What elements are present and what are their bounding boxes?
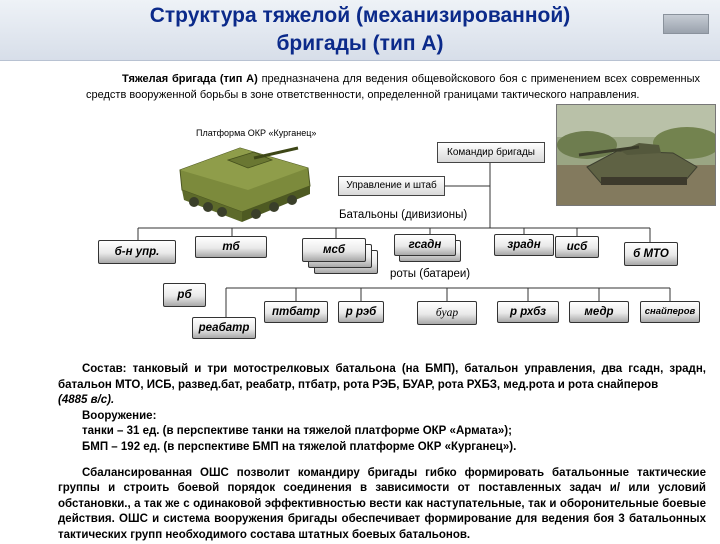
unit-ew-company: р рэб: [338, 301, 384, 323]
composition-text: Состав: танковый и три мотострелковых ба…: [58, 363, 706, 391]
platform-caption: Платформа ОКР «Курганец»: [196, 128, 317, 138]
commander-box: Командир бригады: [437, 142, 545, 163]
conclusion-text: Сбалансированная ОШС позволит командиру …: [58, 466, 706, 541]
unit-antitank-battery: птбатр: [264, 301, 328, 323]
personnel-count: (4885 в/с).: [58, 394, 115, 407]
bmp-text: БМП – 192 ед. (в перспективе БМП на тяже…: [82, 440, 517, 453]
unit-sniper-company: снайперов: [640, 301, 700, 323]
hq-box: Управление и штаб: [338, 176, 445, 196]
description-text: Состав: танковый и три мотострелковых ба…: [58, 362, 706, 544]
unit-control-battalion: б-н упр.: [98, 240, 176, 264]
title-line-1: Структура тяжелой (механизированной): [149, 4, 571, 27]
ifv-kurganets-illustration: [179, 146, 311, 222]
unit-motor-rifle-battalion: мсб: [302, 238, 366, 262]
unit-cbrn-company: р рхбз: [497, 301, 559, 323]
page-title: Структура тяжелой (механизированной) бри…: [60, 2, 660, 58]
unit-recon-battalion: рб: [163, 283, 206, 307]
unit-logistics-battalion: б МТО: [624, 242, 678, 266]
unit-rocket-battery: реабатр: [192, 317, 256, 339]
corner-decoration: [663, 14, 709, 34]
intro-text: предназначена для ведения общевойскового…: [86, 73, 701, 101]
armament-title: Вооружение:: [82, 409, 157, 422]
intro-bold: Тяжелая бригада (тип А): [122, 73, 258, 85]
unit-sp-artillery-battalion: гсадн: [394, 234, 456, 256]
unit-tank-battalion: тб: [195, 236, 267, 258]
tanks-text: танки – 31 ед. (в перспективе танки на т…: [82, 425, 512, 438]
battalions-label: Батальоны (дивизионы): [339, 209, 468, 221]
title-banner: Структура тяжелой (механизированной) бри…: [0, 0, 720, 61]
companies-label: роты (батареи): [390, 268, 471, 280]
unit-air-defense-battalion: зрадн: [494, 234, 554, 256]
unit-buar: буар: [417, 301, 477, 325]
personnel-text: (4885 в/с).: [58, 393, 706, 409]
tank-photo: [556, 104, 716, 206]
unit-medical-company: медр: [569, 301, 629, 323]
intro-paragraph: Тяжелая бригада (тип А) предназначена дл…: [86, 72, 700, 103]
title-line-2: бригады (тип А): [276, 32, 444, 55]
unit-engineer-battalion: исб: [555, 236, 599, 258]
